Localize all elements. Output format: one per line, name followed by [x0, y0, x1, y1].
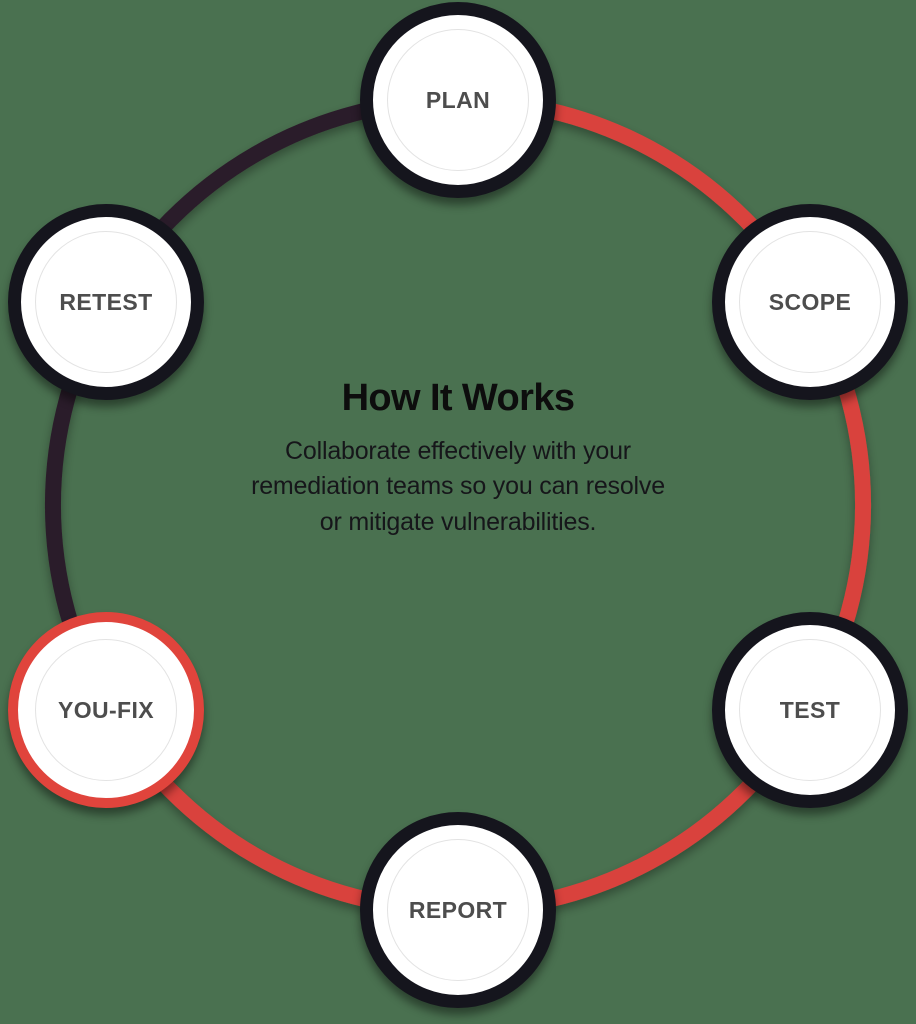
cycle-node-report[interactable]: REPORT — [360, 812, 556, 1008]
cycle-node-plan[interactable]: PLAN — [360, 2, 556, 198]
cycle-node-test[interactable]: TEST — [712, 612, 908, 808]
cycle-node-retest[interactable]: RETEST — [8, 204, 204, 400]
cycle-node-label-retest: RETEST — [59, 288, 153, 315]
cycle-node-scope[interactable]: SCOPE — [712, 204, 908, 400]
cycle-node-label-test: TEST — [779, 696, 841, 723]
cycle-node-label-you-fix: YOU-FIX — [57, 696, 155, 723]
cycle-node-you-fix[interactable]: YOU-FIX — [8, 612, 204, 808]
arc-segment-accent — [100, 92, 872, 919]
cycle-node-label-report: REPORT — [408, 896, 508, 923]
cycle-node-label-scope: SCOPE — [768, 288, 852, 315]
cycle-node-label-plan: PLAN — [425, 86, 491, 113]
